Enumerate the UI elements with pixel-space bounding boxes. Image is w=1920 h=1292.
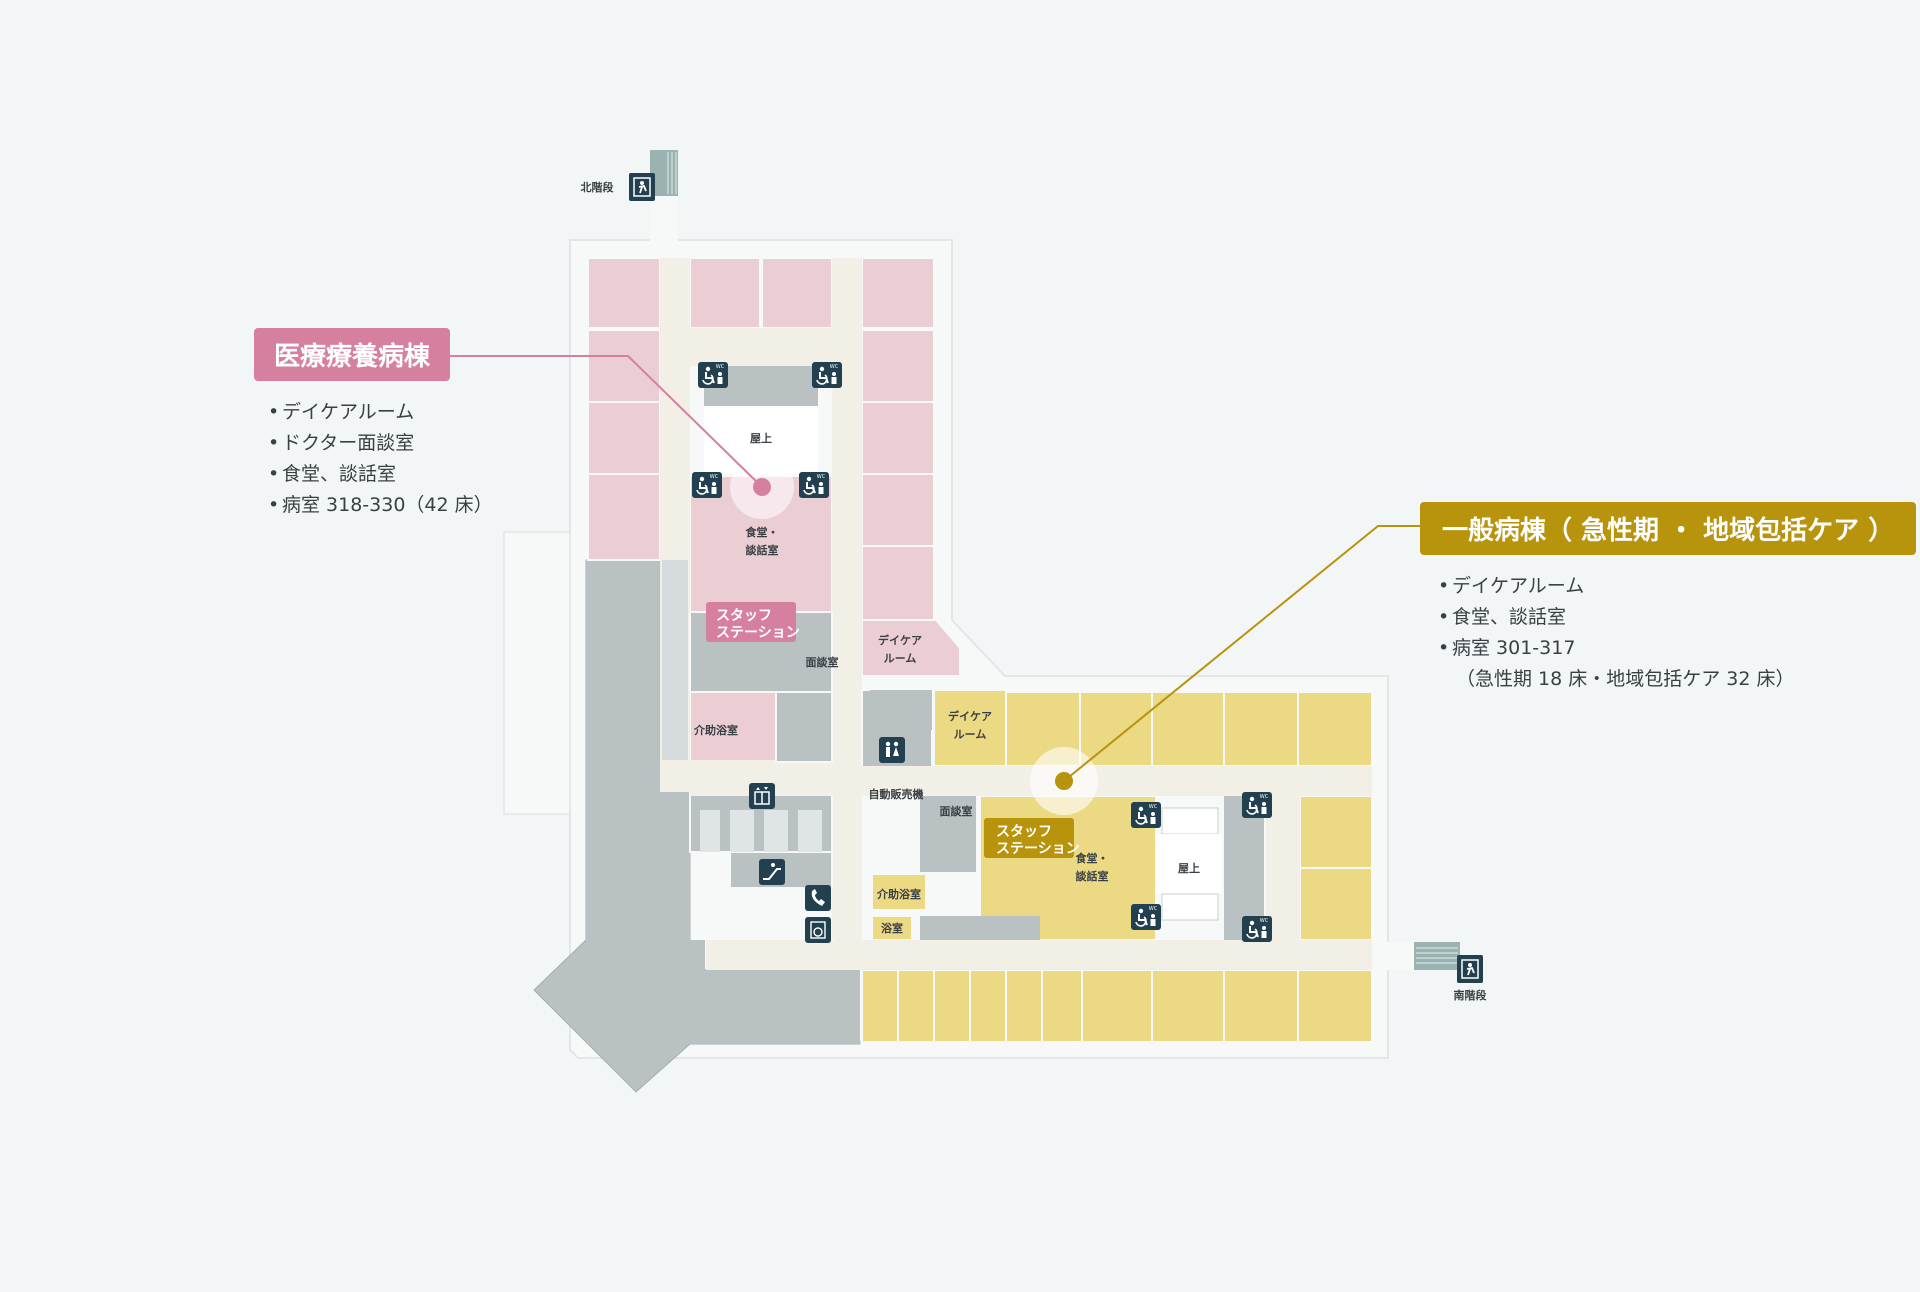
washing-machine-icon	[805, 917, 831, 943]
callout-medical-ward: 医療療養病棟 •デイケアルーム •ドクター面談室 •食堂、談話室 •病室 318…	[254, 328, 493, 521]
room-label-daycare-south-2: ルーム	[954, 728, 987, 741]
phone-icon	[805, 885, 831, 911]
room-label-consult-north: 面談室	[806, 655, 839, 669]
list-item: •食堂、談話室	[268, 463, 397, 485]
accessible-toilet-icon	[1241, 791, 1273, 819]
feature-list-general: •デイケアルーム •食堂、談話室 •病室 301-317 （急性期 18 床・地…	[1420, 571, 1916, 695]
room-label-vending: 自動販売機	[869, 787, 924, 801]
room-label-daycare-south-1: デイケア	[948, 709, 992, 723]
room-label-rooftop-south: 屋上	[1178, 861, 1200, 875]
stair-label-south: 南階段	[1454, 988, 1487, 1002]
accessible-toilet-icon	[811, 361, 843, 389]
list-item-note: （急性期 18 床・地域包括ケア 32 床）	[1456, 668, 1795, 690]
room-label-dining-south-1: 食堂・	[1076, 851, 1109, 865]
accessible-toilet-icon	[697, 361, 729, 389]
elevator-icon	[749, 783, 775, 809]
ward-title-medical: 医療療養病棟	[254, 328, 451, 381]
list-item: •デイケアルーム	[1438, 575, 1585, 597]
list-item: •病室 318-330（42 床）	[268, 494, 493, 516]
room-label-dining-south-2: 談話室	[1076, 869, 1109, 883]
leader-line-medical	[440, 355, 763, 488]
ward-title-general: 一般病棟（ 急性期 ・ 地域包括ケア ）	[1420, 502, 1917, 555]
room-label-daycare-north-2: ルーム	[884, 652, 917, 665]
room-label-bath-assist-south: 介助浴室	[876, 887, 921, 901]
leader-line-general	[1063, 525, 1420, 782]
accessible-toilet-icon	[691, 471, 723, 499]
accessible-toilet-icon	[1241, 915, 1273, 943]
station-label-north-1: スタッフ	[716, 608, 772, 624]
toilet-icon	[879, 737, 905, 763]
room-label-bath-assist-north: 介助浴室	[693, 723, 738, 737]
feature-list-medical: •デイケアルーム •ドクター面談室 •食堂、談話室 •病室 318-330（42…	[254, 397, 493, 521]
stair-label-north: 北階段	[581, 180, 614, 194]
callout-general-ward: 一般病棟（ 急性期 ・ 地域包括ケア ） •デイケアルーム •食堂、談話室 •病…	[1420, 502, 1917, 695]
room-label-daycare-north-1: デイケア	[878, 633, 922, 647]
room-label-dining-north-2: 談話室	[746, 543, 779, 557]
station-label-south-2: ステーション	[996, 841, 1080, 857]
emergency-exit-icon	[1456, 954, 1484, 984]
station-label-south-1: スタッフ	[996, 824, 1052, 840]
escalator-icon	[759, 859, 785, 885]
accessible-toilet-icon	[1130, 903, 1162, 931]
list-item: •病室 301-317	[1438, 637, 1576, 659]
room-label-dining-north-1: 食堂・	[746, 525, 779, 539]
emergency-exit-icon	[628, 172, 656, 202]
room-label-consult-south: 面談室	[940, 804, 973, 818]
list-item: •デイケアルーム	[268, 401, 415, 423]
accessible-toilet-icon	[1130, 801, 1162, 829]
list-item: •ドクター面談室	[268, 432, 415, 454]
room-label-rooftop-north: 屋上	[750, 431, 772, 445]
accessible-toilet-icon	[798, 471, 830, 499]
station-label-north-2: ステーション	[716, 625, 800, 641]
list-item: •食堂、談話室	[1438, 606, 1567, 628]
room-label-bath-south: 浴室	[881, 921, 903, 935]
